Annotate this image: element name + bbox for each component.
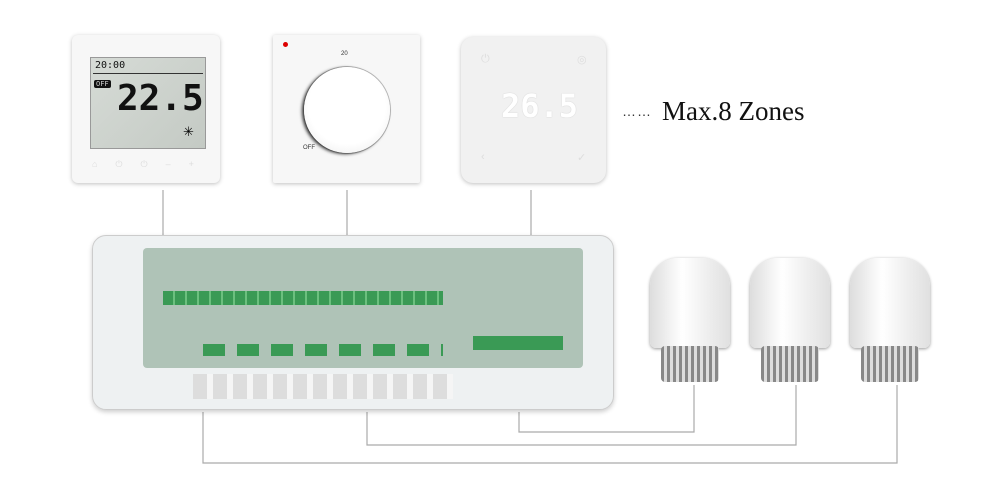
- terminal-blocks: [163, 291, 443, 305]
- actuator-1: [645, 258, 735, 385]
- lcd-screen: 20:00 OFF 22.5 ✳: [90, 57, 206, 149]
- terminal-blocks-lower: [203, 344, 443, 356]
- lcd-thermostat: 20:00 OFF 22.5 ✳ ⌂⏻⏻–+: [72, 35, 220, 183]
- power-icon[interactable]: ⏻: [481, 53, 490, 65]
- wire-actuator-1: [518, 385, 695, 433]
- power-led: [283, 42, 288, 47]
- back-icon[interactable]: ‹: [481, 151, 485, 163]
- dial-off-label: OFF: [303, 145, 315, 151]
- terminal-blocks-right: [473, 336, 563, 350]
- cable-clamps: [193, 374, 453, 399]
- touch-temperature: 26.5: [501, 87, 579, 125]
- lcd-badge: OFF: [94, 80, 111, 88]
- confirm-icon[interactable]: ✓: [577, 152, 587, 164]
- wire-actuator-3: [202, 385, 898, 464]
- temperature-dial[interactable]: [304, 67, 390, 153]
- mode-icon[interactable]: ◎: [577, 54, 587, 66]
- lcd-temperature: 22.5: [117, 78, 204, 119]
- touch-buttons: ⌂⏻⏻–+: [92, 159, 212, 169]
- snowflake-icon: ✳: [183, 124, 194, 139]
- wiring-center-controller: [92, 235, 614, 410]
- touch-thermostat: ⏻ ◎ 26.5 ‹ ✓: [461, 37, 606, 183]
- lcd-time: 20:00: [95, 60, 126, 71]
- dial-thermostat: 20 OFF: [273, 35, 420, 183]
- ellipsis: ……: [622, 103, 652, 119]
- dial-top-mark: 20: [341, 51, 348, 57]
- actuator-2: [745, 258, 835, 385]
- actuator-3: [845, 258, 935, 385]
- wire-actuator-2: [366, 385, 797, 446]
- max-zones-label: Max.8 Zones: [662, 96, 805, 126]
